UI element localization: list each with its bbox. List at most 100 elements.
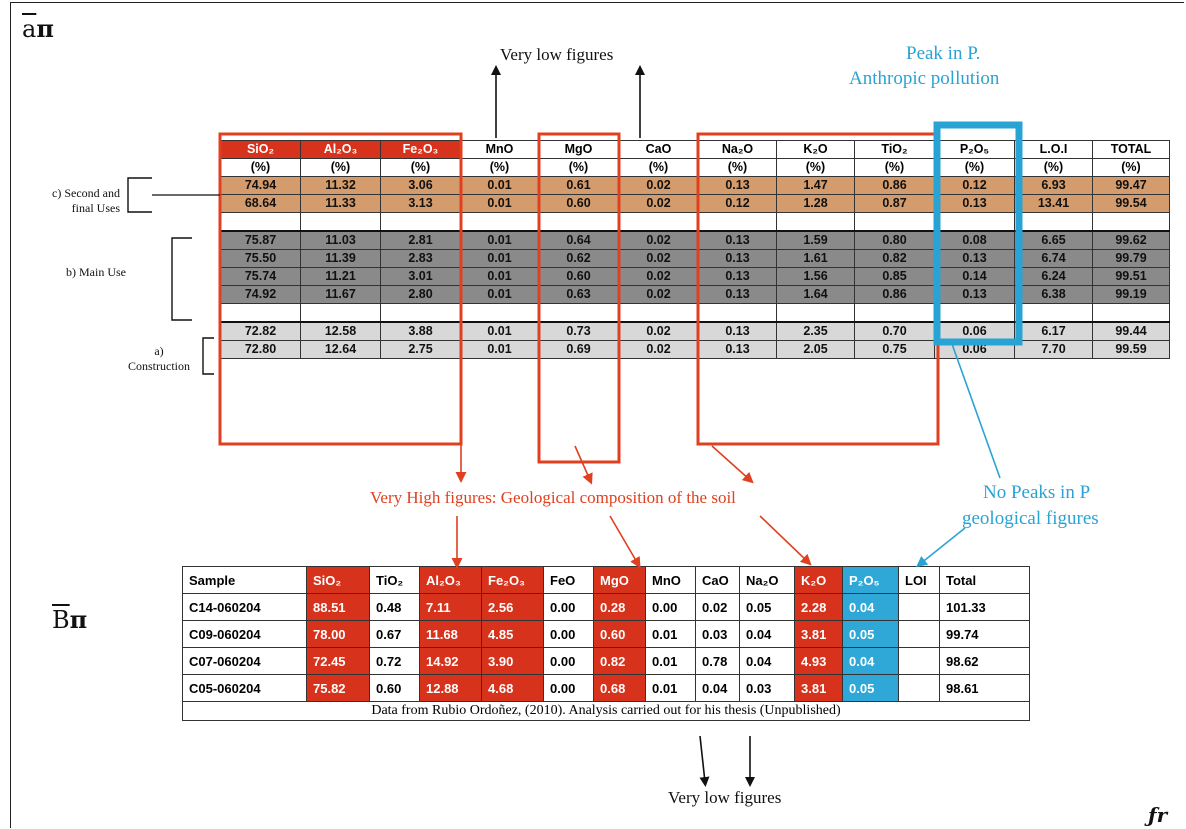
table-a-cell: 3.06: [380, 176, 461, 195]
peak-p-line2: Anthropic pollution: [849, 68, 1000, 89]
spacer-cell: [380, 212, 461, 232]
table-b-header: MgO: [593, 566, 646, 594]
table-b-header: Na₂O: [739, 566, 795, 594]
spacer-cell: [220, 303, 301, 323]
arrow-red-2: [574, 445, 593, 485]
table-a-cell: 0.60: [538, 194, 619, 213]
table-b-cell: 14.92: [419, 647, 482, 675]
blue-line-to-no-peaks: [951, 343, 1001, 479]
table-b-cell: 4.93: [794, 647, 843, 675]
table-b-source-row: Data from Rubio Ordoñez, (2010). Analysi…: [182, 701, 1030, 721]
table-b-cell: 99.74: [939, 620, 1030, 648]
table-b-cell: 0.01: [645, 647, 696, 675]
table-a-cell: 1.28: [776, 194, 855, 213]
table-a: SiO₂ Al₂O₃ Fe₂O₃ MnO MgO CaO Na₂O K₂O Ti…: [220, 140, 1170, 359]
table-a-cell: 0.86: [854, 285, 935, 304]
table-b-cell: 0.04: [842, 593, 899, 621]
table-a-cell: 0.61: [538, 176, 619, 195]
peak-p-line1: Peak in P.: [906, 43, 981, 64]
very-high-figures: Very High figures: Geological compositio…: [370, 488, 736, 507]
group-label-second-final: c) Second and final Uses: [52, 186, 120, 215]
table-b-header: P₂O₅: [842, 566, 899, 594]
table-b-cell: 0.68: [593, 674, 646, 702]
arrow-bottom-left: [699, 735, 710, 787]
unit-cell: (%): [380, 158, 461, 177]
table-b-cell: 0.00: [543, 674, 594, 702]
unit-cell: (%): [1014, 158, 1093, 177]
table-a-cell: 11.03: [300, 230, 381, 250]
table-a-cell: 0.02: [618, 285, 699, 304]
spacer-cell: [1014, 303, 1093, 323]
table-a-cell: 3.88: [380, 321, 461, 341]
table-a-cell: 1.56: [776, 267, 855, 286]
red-box-si-al-fe: [218, 132, 463, 446]
table-a-cell: 99.54: [1092, 194, 1170, 213]
table-a-cell: 0.86: [854, 176, 935, 195]
table-a-cell: 1.59: [776, 230, 855, 250]
arrow-blue-to-table-b: [916, 527, 966, 568]
table-a-cell: 2.80: [380, 285, 461, 304]
table-a-cell: 0.01: [460, 230, 539, 250]
figure-frame: [10, 2, 1184, 828]
table-a-cell: 99.51: [1092, 267, 1170, 286]
table-a-header: Al₂O₃: [300, 140, 381, 159]
bracket-construction: [202, 337, 214, 375]
table-a-cell: 1.61: [776, 249, 855, 268]
table-a-cell: 0.01: [460, 267, 539, 286]
table-b-cell: 0.48: [369, 593, 420, 621]
very-low-figures-top: Very low figures: [500, 45, 614, 64]
unit-cell: (%): [618, 158, 699, 177]
table-a-cell: 99.47: [1092, 176, 1170, 195]
table-a-cell: 0.08: [934, 230, 1015, 250]
table-b-header: K₂O: [794, 566, 843, 594]
table-a-header: K₂O: [776, 140, 855, 159]
table-a-cell: 0.13: [934, 285, 1015, 304]
table-b-cell: 2.56: [481, 593, 544, 621]
table-a-cell: 0.13: [698, 249, 777, 268]
table-b-header: Sample: [182, 566, 307, 594]
table-a-cell: 0.13: [698, 176, 777, 195]
spacer-cell: [380, 303, 461, 323]
table-b-cell: 0.05: [842, 620, 899, 648]
table-b-header: Total: [939, 566, 1030, 594]
table-b-cell: 0.00: [543, 620, 594, 648]
table-a-cell: 0.02: [618, 194, 699, 213]
table-b-source-note: Data from Rubio Ordoñez, (2010). Analysi…: [182, 701, 1030, 721]
table-a-cell: 72.82: [220, 321, 301, 341]
arrow-red-5: [609, 515, 641, 569]
very-low-figures-bottom: Very low figures: [668, 788, 782, 807]
table-b-cell: 72.45: [306, 647, 370, 675]
corner-logo-icon: ƒr: [1144, 803, 1169, 827]
table-a-header: Na₂O: [698, 140, 777, 159]
table-b-header: TiO₂: [369, 566, 420, 594]
table-a-unit-row: (%) (%) (%) (%) (%) (%) (%) (%) (%) (%) …: [220, 158, 1170, 177]
table-b-cell: 0.67: [369, 620, 420, 648]
table-a-cell: 0.63: [538, 285, 619, 304]
table-b-cell: 98.62: [939, 647, 1030, 675]
group-label-construction: a) Construction: [128, 344, 190, 373]
table-b-cell: 78.00: [306, 620, 370, 648]
table-b-cell: 0.28: [593, 593, 646, 621]
table-a-cell: 0.13: [698, 285, 777, 304]
table-a-cell: 0.70: [854, 321, 935, 341]
table-a-cell: 0.12: [934, 176, 1015, 195]
table-b-cell: 0.78: [695, 647, 740, 675]
table-a-cell: 0.69: [538, 340, 619, 359]
table-a-cell: 11.32: [300, 176, 381, 195]
table-b-cell: 11.68: [419, 620, 482, 648]
table-a-cell: 6.93: [1014, 176, 1093, 195]
table-a-cell: 2.75: [380, 340, 461, 359]
table-b-cell: 0.01: [645, 674, 696, 702]
table-b-cell: 0.05: [739, 593, 795, 621]
table-a-cell: 0.82: [854, 249, 935, 268]
spacer-cell: [538, 303, 619, 323]
table-b-header: CaO: [695, 566, 740, 594]
spacer-cell: [300, 303, 381, 323]
bracket-main-use: [171, 237, 192, 321]
table-b-cell: 0.04: [739, 620, 795, 648]
